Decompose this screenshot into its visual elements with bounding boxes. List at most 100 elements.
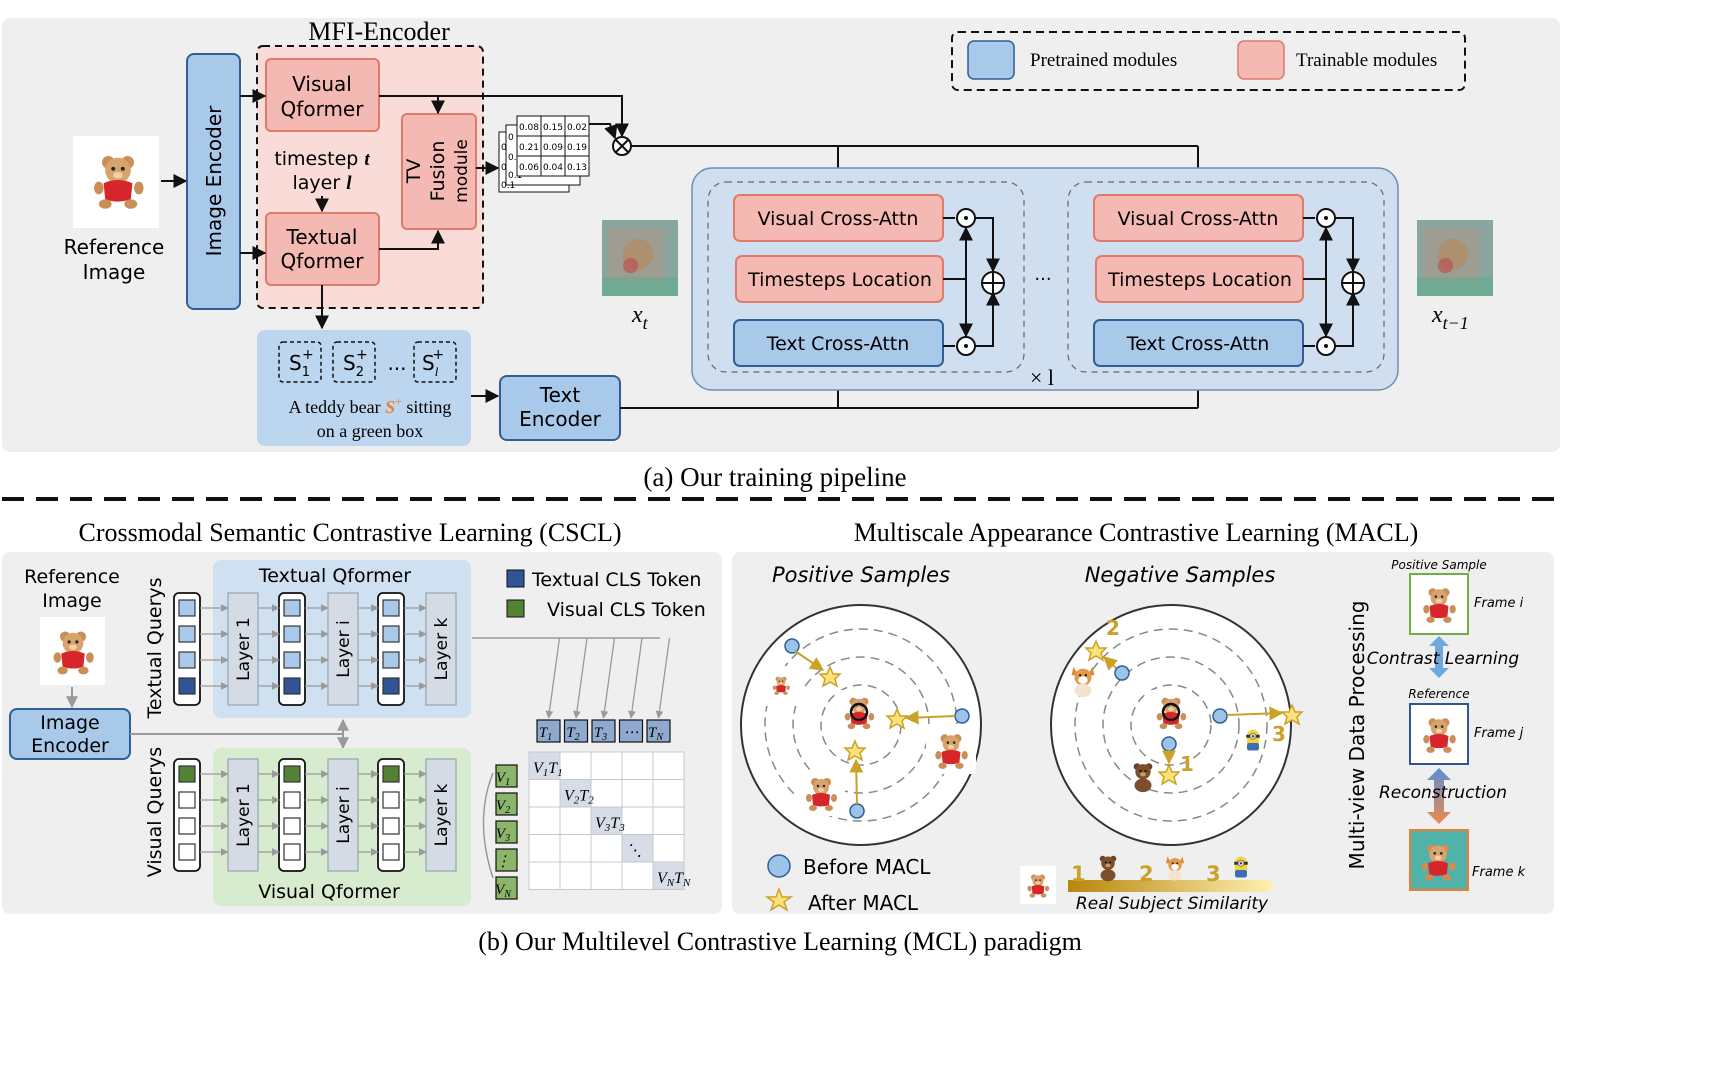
svg-text:Visual Cross-Attn: Visual Cross-Attn: [1118, 208, 1279, 230]
after-macl-label: After MACL: [808, 891, 919, 915]
svg-text:0.19: 0.19: [567, 143, 587, 153]
svg-text:0.1: 0.1: [508, 171, 522, 181]
prompt-group: [257, 330, 471, 446]
layer-text: layer l: [293, 172, 353, 194]
query-token: [283, 791, 301, 809]
svg-text:0.08: 0.08: [519, 123, 539, 133]
similarity-cell: [652, 751, 685, 780]
frame-j-label: Frame j: [1474, 726, 1524, 741]
query-token: [382, 843, 400, 861]
reconstruction-label: Reconstruction: [1379, 783, 1507, 803]
after-macl-star-icon: [764, 886, 794, 912]
query-token: [178, 677, 196, 695]
query-token: [283, 817, 301, 835]
query-token: [283, 677, 301, 695]
textual-cls-token: [591, 719, 616, 743]
similarity-cell: [528, 834, 561, 863]
similarity-gradient-arrow: [1068, 880, 1276, 892]
cscl-textual-qformer-title: Textual Qformer: [258, 565, 411, 587]
multiply-operator-icon: [612, 136, 632, 156]
query-token: [283, 843, 301, 861]
query-token: [382, 625, 400, 643]
visual-layer-i: [327, 758, 359, 872]
feed-arrow: [600, 637, 616, 719]
reference-frame-label: Reference: [1408, 687, 1469, 701]
visual-layer-k: [425, 758, 457, 872]
textual-layer-1-label: Layer 1: [234, 617, 254, 681]
pretrained-swatch: [967, 40, 1015, 80]
similarity-cell: [621, 779, 654, 808]
negative-samples-title: Negative Samples: [1085, 563, 1276, 587]
pseudo-token-sl: Sl+: [413, 341, 457, 383]
textual-hidden-stack-1: [278, 592, 306, 706]
cscl-reference-label-2: Image: [42, 590, 102, 612]
textual-query-stack: [173, 592, 201, 706]
legend-textual-cls: Textual CLS Token: [531, 569, 701, 591]
before-macl-dot-icon: [767, 854, 791, 878]
tv-fusion-label-1: TV: [403, 159, 425, 185]
query-token: [178, 599, 196, 617]
positive-sample-label: Positive Sample: [1391, 558, 1487, 572]
textual-cls-token: [536, 719, 561, 743]
query-token: [178, 625, 196, 643]
svg-text:3: 3: [1272, 722, 1286, 746]
similarity-cell: [590, 751, 623, 780]
visual-token-label: ⋮: [496, 854, 511, 870]
svg-text:Timesteps Location: Timesteps Location: [1107, 269, 1292, 291]
similarity-cell: [652, 779, 685, 808]
visual-output-brace: [482, 772, 494, 879]
reference-label-2: Image: [83, 260, 146, 284]
textual-cls-token: [646, 719, 671, 743]
positive-samples-title: Positive Samples: [772, 563, 950, 587]
similarity-cell: [652, 834, 685, 863]
trainable-swatch: [1237, 40, 1285, 80]
tv-fusion-label-2: Fusion: [427, 141, 449, 202]
arrow-vq-to-multiply: [379, 95, 629, 138]
svg-text:Sl+: Sl+: [422, 347, 444, 379]
query-token: [382, 817, 400, 835]
minion-icon: [1233, 856, 1249, 878]
text-encoder-label-1: Text: [539, 383, 581, 407]
reference-label-1: Reference: [64, 235, 165, 259]
textual-layer-k: [425, 592, 457, 706]
visual-cls-token: [495, 876, 518, 900]
similarity-cell: [621, 834, 654, 863]
textual-cls-swatch: [506, 569, 525, 588]
caption-a: (a) Our training pipeline: [643, 462, 906, 492]
textual-layer-1: [227, 592, 259, 706]
textual-layer-k-label: Layer k: [432, 618, 452, 681]
similarity-cell: [528, 861, 561, 890]
query-token: [178, 651, 196, 669]
diagonal-pair-label: ⋱: [626, 843, 642, 860]
textual-cls-token: [618, 719, 644, 743]
cscl-visual-qformer-title: Visual Qformer: [258, 881, 400, 903]
textual-token-label: ⋯: [624, 725, 639, 741]
denoised-latent-xt-1: [1417, 220, 1493, 296]
svg-text:1: 1: [1180, 752, 1194, 776]
text-cross-attn-2: [1093, 319, 1304, 367]
timestep-text: timestep t: [274, 148, 370, 170]
query-token: [382, 677, 400, 695]
cscl-title: Crossmodal Semantic Contrastive Learning…: [78, 518, 621, 547]
query-token: [382, 791, 400, 809]
visual-hidden-stack-1: [278, 758, 306, 872]
similarity-cell: [621, 861, 654, 890]
token-ellipsis: ...: [387, 351, 406, 375]
visual-layer-1-label: Layer 1: [234, 783, 254, 847]
textual-layer-i: [327, 592, 359, 706]
negative-embedding-space: 2 3 1: [1050, 604, 1304, 846]
svg-text:0.15: 0.15: [543, 123, 563, 133]
unet-block-2: Visual Cross-Attn Timesteps Location Tex…: [1067, 181, 1385, 373]
rank-1-label: 1: [1071, 862, 1086, 886]
query-token: [178, 843, 196, 861]
similarity-cell: [528, 779, 561, 808]
legend-trainable-label: Trainable modules: [1296, 50, 1437, 71]
svg-text:0.1: 0.1: [501, 181, 515, 191]
svg-text:0.09: 0.09: [543, 143, 563, 153]
diagonal-pair-label: V3T3: [595, 815, 625, 834]
svg-text:0.02: 0.02: [567, 123, 587, 133]
before-macl-label: Before MACL: [803, 855, 931, 879]
reconstruction-arrow: [1427, 768, 1451, 824]
